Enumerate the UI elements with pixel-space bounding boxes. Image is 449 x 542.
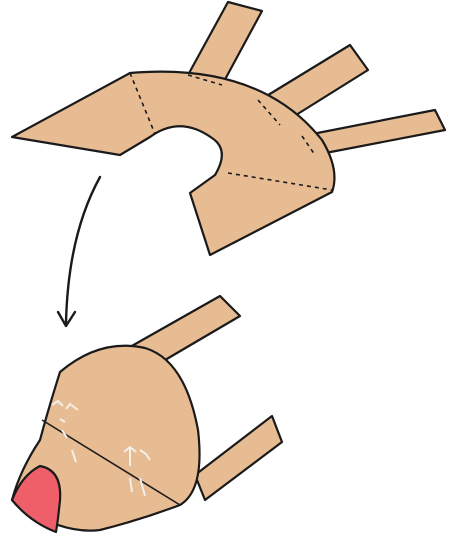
flat-net: [12, 2, 445, 255]
net-tab-top: [188, 2, 262, 85]
leg-lower: [195, 416, 282, 500]
curved-down-arrow: [58, 177, 100, 326]
assembled-model: [12, 296, 282, 532]
